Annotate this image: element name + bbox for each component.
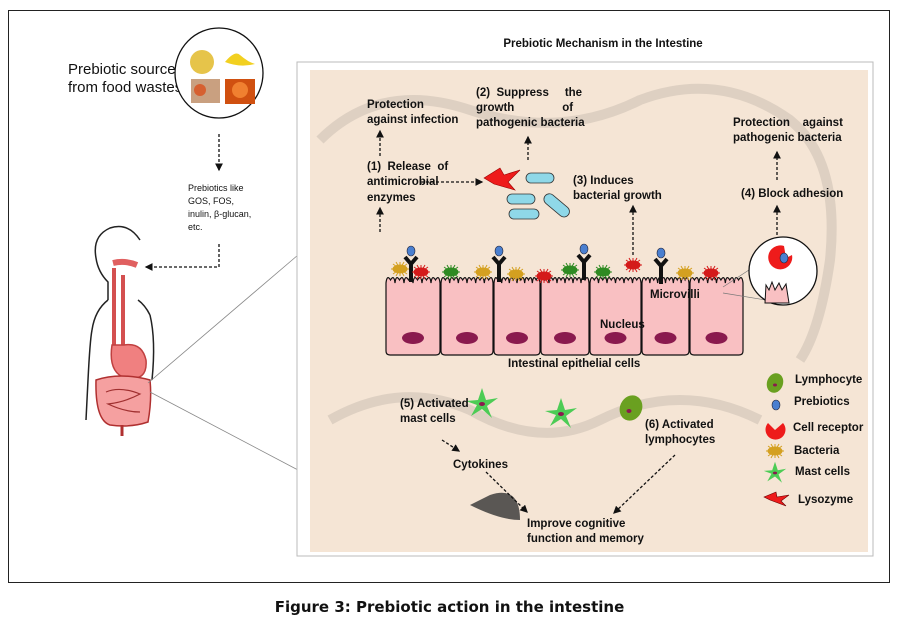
legend-label: Prebiotics	[794, 396, 850, 408]
bacteria-icon	[390, 261, 410, 277]
suppress-growth-label: (2) Suppress the growth of pathogenic ba…	[0, 0, 598, 129]
epithelial-cell	[493, 277, 541, 356]
legend-label: Lysozyme	[798, 494, 853, 506]
epithelial-cell	[440, 277, 494, 356]
figure-caption: Figure 3: Prebiotic action in the intest…	[274, 598, 625, 616]
nucleus-label: Nucleus	[600, 319, 645, 331]
panel-title: Prebiotic Mechanism in the Intestine	[503, 38, 702, 50]
lymphocyte-icon	[766, 373, 784, 393]
bacteria-icon	[701, 265, 721, 281]
legend-label: Lymphocyte	[795, 374, 862, 386]
bacteria-icon	[534, 268, 554, 284]
adhesion-zoom-circle	[722, 236, 818, 306]
lysozyme-icon	[763, 491, 790, 507]
cell-receptor-icon	[765, 423, 786, 440]
block-adhesion-label: (4) Block adhesion	[741, 188, 843, 200]
nucleus-icon	[506, 332, 528, 344]
prebiotics-like-label: Prebiotics like GOS, FOS, inulin, β-gluc…	[188, 183, 254, 232]
nucleus-icon	[604, 332, 627, 344]
mouth-arrow	[144, 244, 220, 271]
pathogenic-bacteria-icons	[506, 172, 570, 220]
epithelial-cell	[641, 277, 690, 356]
food-waste-circle	[174, 27, 264, 119]
epithelial-cell	[385, 277, 441, 356]
prebiotic-icon	[779, 252, 789, 264]
nucleus-icon	[554, 332, 576, 344]
bacteria-icon	[411, 264, 431, 280]
sources-label: Prebiotic sources from food wastes	[68, 61, 187, 96]
banana-peel-icon	[225, 53, 255, 66]
bacteria-icon	[623, 257, 643, 273]
legend: Lymphocyte Prebiotics Cell receptor Bact…	[763, 373, 864, 507]
shadow-blot	[470, 492, 520, 520]
protection-infection-label: Protection against infection	[367, 99, 458, 126]
mast-cells-label: (5) Activated mast cells	[400, 398, 472, 425]
bacteria-icon	[441, 264, 461, 280]
zoom-line-bottom	[149, 391, 299, 471]
bacteria-icon	[506, 266, 526, 282]
lymphocytes-label: (6) Activated lymphocytes	[645, 419, 717, 446]
nucleus-icon	[402, 332, 424, 344]
prebiotic-icon	[771, 399, 781, 411]
nucleus-icon	[456, 332, 478, 344]
induces-growth-label: (3) Induces bacterial growth	[573, 175, 662, 202]
legend-label: Cell receptor	[793, 422, 864, 434]
legend-label: Mast cells	[795, 466, 850, 478]
bacteria-icon	[593, 264, 613, 280]
improve-cognitive-label: Improve cognitive function and memory	[527, 518, 645, 545]
bacteria-icon	[560, 262, 580, 278]
cytokines-label: Cytokines	[453, 459, 508, 471]
lymphocyte-icon	[619, 395, 643, 421]
epithelial-cells	[385, 277, 744, 356]
epithelial-cell	[589, 277, 642, 356]
intestine-background	[316, 83, 837, 438]
nucleus-icon	[705, 332, 728, 344]
release-enzymes-label: (1) Release of antimicrobial enzymes	[0, 0, 464, 204]
human-body-icon	[85, 225, 155, 436]
legend-label: Bacteria	[794, 445, 840, 457]
nucleus-icon	[654, 332, 677, 344]
microvilli-label: Microvilli	[650, 289, 700, 301]
panel-arrows	[376, 129, 781, 514]
epithelial-label: Intestinal epithelial cells	[508, 358, 640, 370]
zoom-line-top	[147, 254, 299, 384]
bacteria-icon	[675, 265, 695, 281]
bacteria-icon	[473, 264, 493, 280]
citrus-peel-icon	[190, 50, 214, 74]
lysozyme-icon	[483, 167, 521, 191]
bacteria-icon	[765, 443, 785, 459]
protection-pathogenic-label: Protection against pathogenic bacteria	[0, 0, 859, 144]
epithelial-cell	[689, 277, 744, 356]
